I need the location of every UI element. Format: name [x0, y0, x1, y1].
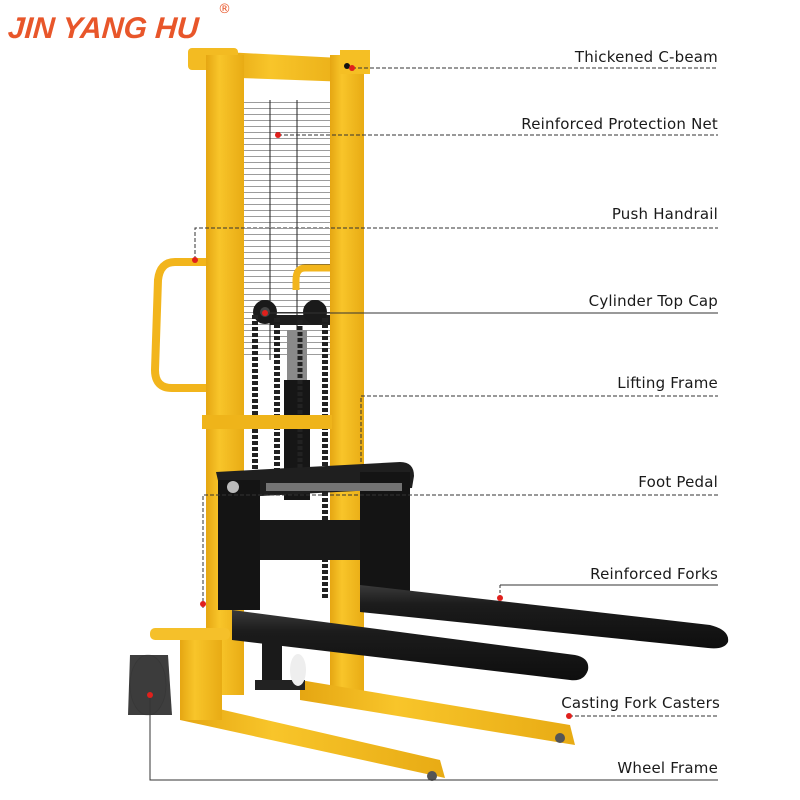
callout-casting-fork-casters: Casting Fork Casters [561, 694, 720, 712]
marker-cylinder-top-cap [262, 310, 268, 316]
callout-thickened-c-beam: Thickened C-beam [574, 48, 718, 66]
callout-reinforced-protection-net: Reinforced Protection Net [521, 115, 718, 133]
brand-logo: JIN YANG HU [6, 12, 200, 45]
callout-wheel-frame: Wheel Frame [617, 759, 718, 777]
registered-mark: ® [218, 2, 231, 17]
callout-foot-pedal: Foot Pedal [638, 473, 718, 491]
marker-wheel-frame [147, 692, 153, 698]
marker-reinforced-forks [497, 595, 503, 601]
callout-cylinder-top-cap: Cylinder Top Cap [588, 292, 718, 310]
marker-push-handrail [192, 257, 198, 263]
callout-lifting-frame: Lifting Frame [617, 374, 718, 392]
marker-thickened-c-beam [349, 65, 355, 71]
marker-foot-pedal [200, 601, 206, 607]
marker-protection-net [275, 132, 281, 138]
callout-reinforced-forks: Reinforced Forks [590, 565, 718, 583]
marker-casting-fork-casters [566, 713, 572, 719]
callout-push-handrail: Push Handrail [611, 205, 718, 223]
